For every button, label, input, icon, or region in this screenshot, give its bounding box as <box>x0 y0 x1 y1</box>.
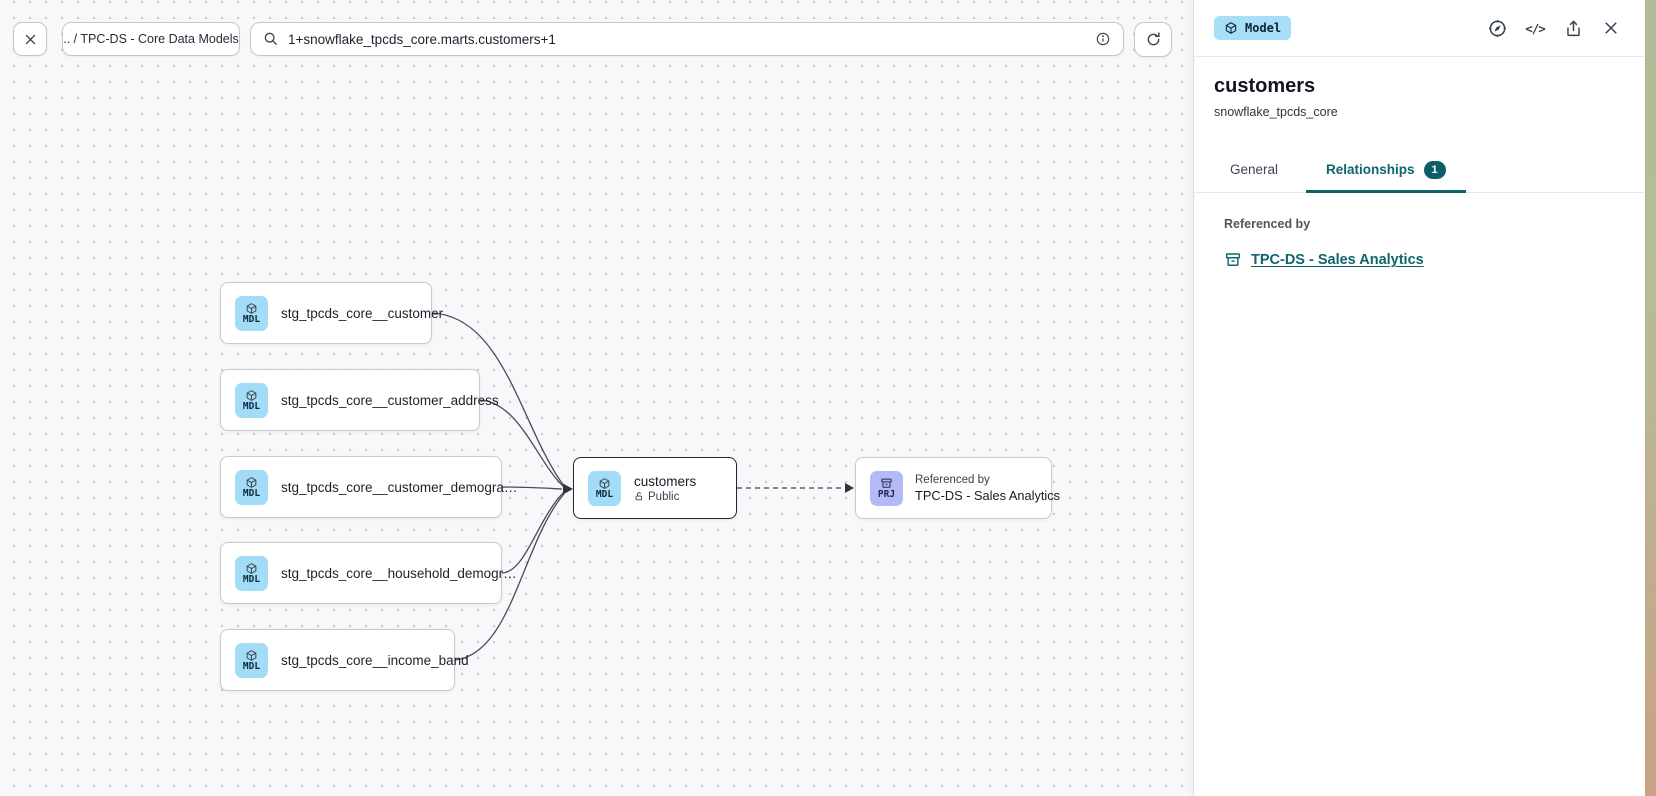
explore-compass-icon[interactable] <box>1483 14 1511 42</box>
archive-icon <box>880 477 893 490</box>
tab-general-label: General <box>1230 162 1279 177</box>
refresh-button[interactable] <box>1134 22 1172 57</box>
model-node-icon: MDL <box>588 470 621 506</box>
panel-actions: </> <box>1483 14 1625 42</box>
model-node-icon: MDL <box>235 555 268 591</box>
archive-icon <box>1224 251 1242 269</box>
node-stg-tpcds-core-household-demographics[interactable]: MDL stg_tpcds_core__household_demogr… <box>220 542 517 604</box>
tab-relationships-label: Relationships <box>1326 162 1415 177</box>
node-label: stg_tpcds_core__income_band <box>281 652 469 668</box>
node-label: stg_tpcds_core__customer_address <box>281 392 499 408</box>
referenced-by-section: Referenced by TPC-DS - Sales Analytics <box>1194 193 1645 293</box>
node-type-label: MDL <box>242 313 261 325</box>
model-node-icon: MDL <box>235 642 268 678</box>
search-icon <box>263 31 279 47</box>
project-node-icon: PRJ <box>870 470 903 506</box>
info-icon[interactable] <box>1095 31 1111 47</box>
code-icon[interactable]: </> <box>1521 14 1549 42</box>
panel-header: Model </> <box>1194 0 1645 57</box>
model-node-icon: MDL <box>235 469 268 505</box>
node-label: stg_tpcds_core__customer_demogra… <box>281 479 518 495</box>
node-stg-tpcds-core-customer-demographics[interactable]: MDL stg_tpcds_core__customer_demogra… <box>220 456 517 518</box>
node-stg-tpcds-core-customer[interactable]: MDL stg_tpcds_core__customer <box>220 282 443 344</box>
node-type-label: MDL <box>595 488 614 500</box>
asset-type-label: Model <box>1245 21 1282 35</box>
cube-icon <box>245 389 258 402</box>
cube-icon <box>1224 21 1238 35</box>
node-title: customers <box>634 473 697 489</box>
visibility-label: Public <box>648 490 680 503</box>
relationships-count-badge: 1 <box>1423 160 1446 179</box>
referenced-project-label: TPC-DS - Sales Analytics <box>915 487 1061 503</box>
close-icon <box>23 32 38 47</box>
node-stg-tpcds-core-income-band[interactable]: MDL stg_tpcds_core__income_band <box>220 629 469 691</box>
node-type-label: MDL <box>242 487 261 499</box>
lineage-edges <box>431 312 854 661</box>
breadcrumb[interactable]: .. / TPC-DS - Core Data Models <box>62 22 240 56</box>
cube-icon <box>245 476 258 489</box>
referenced-by-caption: Referenced by <box>915 473 990 486</box>
details-panel: Model </> customers snowflake_tpcds_core… <box>1193 0 1645 796</box>
cube-icon <box>245 302 258 315</box>
lineage-search-bar <box>250 22 1124 56</box>
share-icon[interactable] <box>1559 14 1587 42</box>
node-type-label: MDL <box>242 660 261 672</box>
unlock-icon <box>634 491 644 502</box>
referenced-project-link[interactable]: TPC-DS - Sales Analytics <box>1251 252 1424 268</box>
cube-icon <box>598 477 611 490</box>
cube-icon <box>245 649 258 662</box>
node-customers-selected[interactable]: MDL customers Public <box>573 457 737 519</box>
model-node-icon: MDL <box>235 382 268 418</box>
node-referenced-project[interactable]: PRJ Referenced by TPC-DS - Sales Analyti… <box>855 457 1060 519</box>
desktop-wallpaper-edge <box>1645 0 1656 796</box>
tab-relationships[interactable]: Relationships 1 <box>1306 149 1466 193</box>
section-title: Referenced by <box>1224 217 1311 231</box>
node-label: stg_tpcds_core__customer <box>281 305 444 321</box>
model-node-icon: MDL <box>235 295 268 331</box>
node-stg-tpcds-core-customer-address[interactable]: MDL stg_tpcds_core__customer_address <box>220 369 499 431</box>
source-schema-label: snowflake_tpcds_core <box>1214 105 1338 119</box>
referenced-project-link-row[interactable]: TPC-DS - Sales Analytics <box>1224 251 1615 269</box>
lineage-canvas[interactable]: MDL stg_tpcds_core__customer MDL stg_tpc… <box>0 0 1193 796</box>
close-panel-icon[interactable] <box>1597 14 1625 42</box>
node-label: stg_tpcds_core__household_demogr… <box>281 565 517 581</box>
page-title: customers <box>1214 75 1316 97</box>
tab-general[interactable]: General <box>1210 149 1298 193</box>
node-type-label: PRJ <box>877 488 896 500</box>
panel-title-block: customers snowflake_tpcds_core <box>1194 57 1645 133</box>
node-visibility: Public <box>634 491 696 503</box>
lineage-selector-input[interactable] <box>288 31 1086 47</box>
refresh-icon <box>1145 31 1162 48</box>
asset-type-badge: Model <box>1214 16 1292 40</box>
panel-tabs: General Relationships 1 <box>1194 149 1645 193</box>
code-glyph: </> <box>1525 20 1546 36</box>
breadcrumb-label: .. / TPC-DS - Core Data Models <box>63 32 239 46</box>
node-type-label: MDL <box>242 400 261 412</box>
node-type-label: MDL <box>242 573 261 585</box>
cube-icon <box>245 562 258 575</box>
close-graph-button[interactable] <box>13 22 47 56</box>
